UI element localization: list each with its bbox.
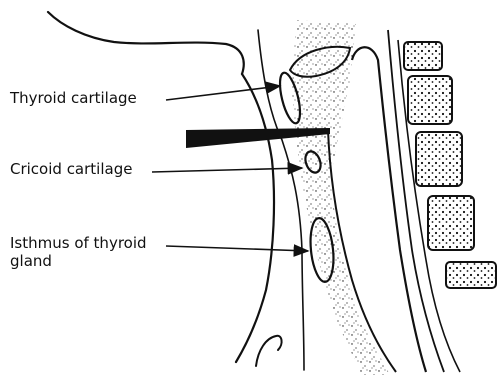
cervical-vertebrae bbox=[404, 42, 496, 288]
lower-fold bbox=[256, 336, 282, 366]
label-isthmus-line-1: Isthmus of thyroid bbox=[10, 234, 147, 252]
label-thyroid-cartilage: Thyroid cartilage bbox=[10, 89, 137, 107]
cricoid-cartilage-arrow bbox=[152, 168, 302, 172]
pharyngeal-stipple bbox=[292, 20, 390, 375]
neck-skin-contour bbox=[236, 74, 274, 362]
vertebra-4 bbox=[428, 196, 474, 250]
label-isthmus-line-2: gland bbox=[10, 252, 147, 270]
label-isthmus-of-thyroid-gland: Isthmus of thyroid gland bbox=[10, 234, 147, 270]
chin-contour bbox=[48, 12, 244, 74]
thyroid-cartilage-arrow bbox=[166, 86, 280, 100]
vertebra-2 bbox=[408, 76, 452, 124]
isthmus-arrow bbox=[166, 246, 308, 251]
label-cricoid-cartilage: Cricoid cartilage bbox=[10, 160, 132, 178]
vertebra-3 bbox=[416, 132, 462, 186]
vertebra-5 bbox=[446, 262, 496, 288]
vertebra-1 bbox=[404, 42, 442, 70]
